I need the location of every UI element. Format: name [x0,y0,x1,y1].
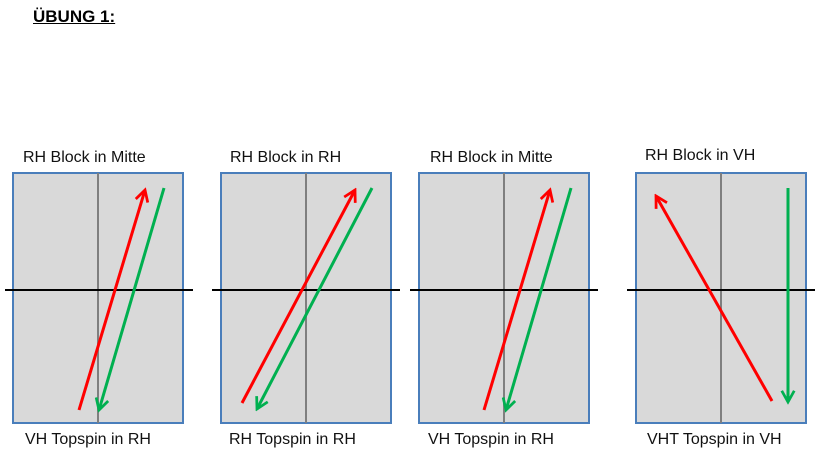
green-arrow [99,187,166,410]
red-arrow [77,190,145,411]
panel-4-bottom-label: VHT Topspin in VH [647,431,782,448]
red-arrow [482,190,550,411]
table-diagram-4 [627,172,815,424]
green-arrow [506,187,573,410]
panel-3-top-label: RH Block in Mitte [430,149,553,166]
panel-3-bottom-label: VH Topspin in RH [428,431,554,448]
table-diagram-1 [5,172,193,424]
red-arrow [656,196,774,402]
panel-2-top-label: RH Block in RH [230,149,342,166]
panel-4-top-label: RH Block in VH [645,147,756,164]
green-arrow [257,187,374,409]
panel-2-bottom-label: RH Topspin in RH [229,431,356,448]
red-arrow [240,190,355,404]
panel-1-bottom-label: VH Topspin in RH [25,431,151,448]
table-diagram-2 [212,172,400,424]
panel-1-top-label: RH Block in Mitte [23,149,146,166]
table-diagram-3 [410,172,598,424]
exercise-title: ÜBUNG 1: [33,7,116,26]
